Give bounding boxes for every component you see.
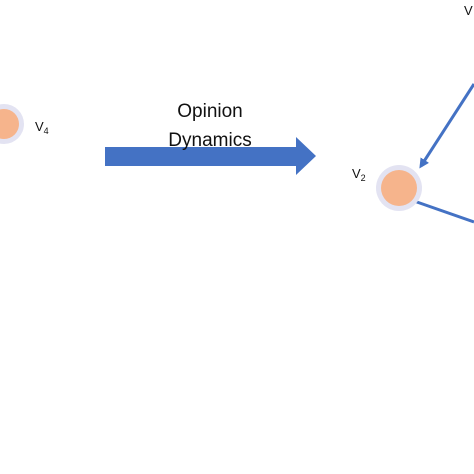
node-v4: [0, 104, 24, 144]
node-v4-circle: [0, 109, 19, 139]
node-v2-circle: [381, 170, 417, 206]
node-v2-label: V2: [352, 166, 366, 183]
node-top-label: V: [464, 3, 473, 18]
node-v2: [376, 165, 422, 211]
arrow-caption-line1: Opinion: [177, 101, 243, 122]
edge-top-to-v2: [419, 83, 474, 169]
node-v4-label: V4: [35, 119, 49, 136]
opinion-dynamics-arrow: [105, 137, 316, 175]
edge-v2-to-right: [413, 199, 474, 224]
arrow-caption-line2: Dynamics: [168, 130, 251, 151]
